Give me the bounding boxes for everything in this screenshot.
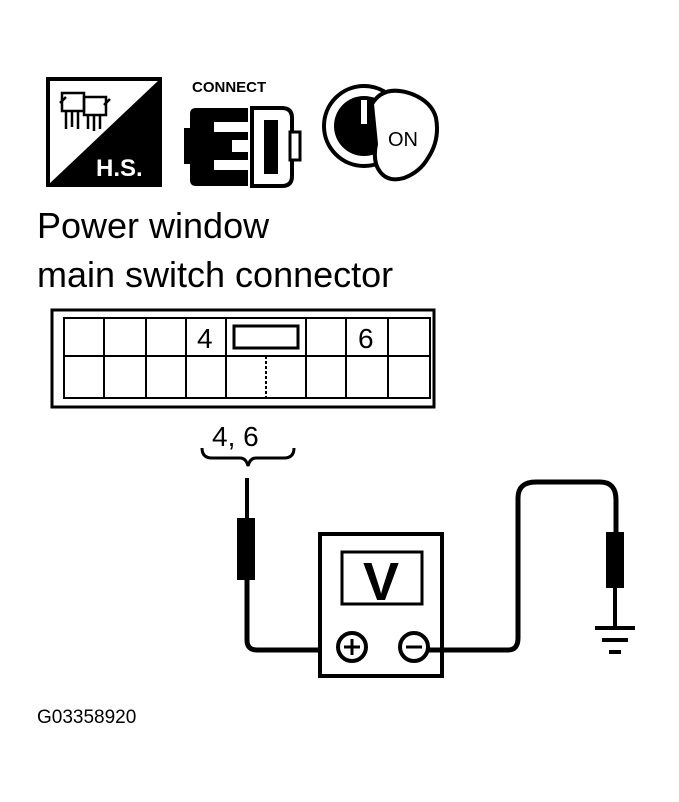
connector-title-line2: main switch connector	[37, 254, 393, 295]
connector-face	[50, 308, 436, 409]
negative-probe-lead	[428, 479, 624, 653]
voltmeter-symbol: V	[363, 552, 399, 612]
connector-title-line1: Power window	[37, 205, 270, 246]
probe-pins-label: 4, 6	[212, 421, 259, 452]
connect-label: CONNECT	[192, 79, 266, 96]
probe-brace	[200, 447, 296, 467]
harness-badge-label: H.S.	[96, 155, 143, 182]
voltmeter: V	[318, 532, 444, 678]
ignition-on-icon: ON	[322, 84, 439, 182]
ignition-on-label: ON	[388, 129, 418, 151]
connect-icon: CONNECT	[184, 79, 302, 188]
ground-icon	[595, 626, 635, 654]
figure-id: G03358920	[37, 707, 136, 728]
positive-probe-lead	[237, 478, 330, 653]
harness-connector-icon: H.S.	[46, 77, 162, 187]
pin-label-6: 6	[358, 323, 374, 354]
pin-label-4: 4	[197, 323, 213, 354]
